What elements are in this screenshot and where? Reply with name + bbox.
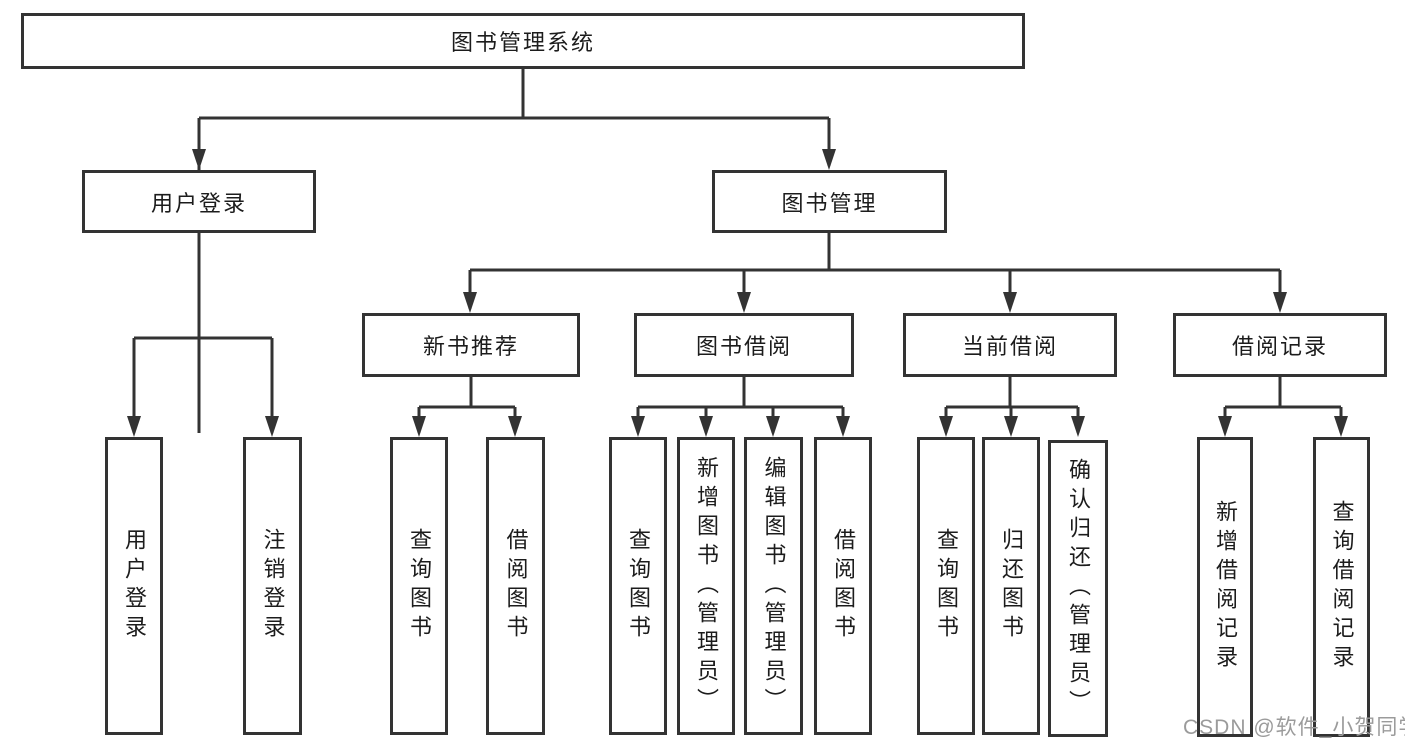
node-current-borrow-label: 当前借阅: [961, 334, 1058, 359]
node-book-borrow-label: 图书借阅: [695, 334, 792, 359]
leaf-query-book-current-label: 查询图书: [934, 528, 959, 644]
arrowhead: [1071, 416, 1085, 437]
arrowhead: [1273, 292, 1287, 313]
connector-recommend: [417, 377, 517, 433]
leaf-borrow-book: 借阅图书: [814, 437, 872, 735]
leaf-logout: 注销登录: [243, 437, 302, 735]
arrowhead: [1334, 416, 1348, 437]
leaf-query-book-recommend-label: 查询图书: [407, 528, 432, 644]
node-borrow-record-label: 借阅记录: [1231, 334, 1328, 359]
node-book-mgmt: 图书管理: [712, 170, 947, 233]
arrowhead: [508, 416, 522, 437]
arrowhead: [1003, 292, 1017, 313]
leaf-borrow-book-recommend: 借阅图书: [486, 437, 545, 735]
node-root-label: 图书管理系统: [450, 30, 595, 55]
node-book-mgmt-label: 图书管理: [781, 190, 878, 216]
arrowhead: [1218, 416, 1232, 437]
connector-borrow: [636, 377, 845, 433]
node-user-login: 用户登录: [82, 170, 316, 233]
connector-user-login: [132, 233, 274, 433]
leaf-query-borrow-record-label: 查询借阅记录: [1329, 500, 1355, 674]
connector-record: [1223, 377, 1343, 433]
leaf-query-book-recommend: 查询图书: [390, 437, 448, 735]
arrowhead: [1004, 416, 1018, 437]
connector-book-mgmt: [468, 233, 1282, 309]
leaf-borrow-book-label: 借阅图书: [831, 528, 856, 644]
leaf-return-book: 归还图书: [982, 437, 1040, 735]
leaf-user-login: 用户登录: [105, 437, 163, 735]
leaf-query-book-borrow-label: 查询图书: [626, 528, 651, 644]
node-root: 图书管理系统: [21, 13, 1025, 69]
arrowhead: [836, 416, 850, 437]
csdn-watermark: CSDN @软件_小贺同学: [1183, 716, 1405, 739]
arrowhead: [737, 292, 751, 313]
arrowhead: [127, 416, 141, 437]
arrowhead: [822, 149, 836, 170]
leaf-return-book-label: 归还图书: [999, 528, 1024, 644]
arrowhead: [939, 416, 953, 437]
leaf-borrow-book-recommend-label: 借阅图书: [503, 528, 529, 644]
node-new-book-recommend-label: 新书推荐: [422, 334, 519, 359]
arrowhead: [192, 149, 206, 170]
connector-root: [197, 69, 831, 433]
node-borrow-record: 借阅记录: [1173, 313, 1387, 377]
leaf-edit-book-admin-label: 编辑图书（管理员）: [761, 455, 787, 717]
leaf-user-login-label: 用户登录: [122, 528, 147, 644]
arrowhead: [699, 416, 713, 437]
leaf-add-book-admin-label: 新增图书（管理员）: [694, 455, 719, 717]
node-new-book-recommend: 新书推荐: [362, 313, 580, 377]
leaf-confirm-return-admin: 确认归还（管理员）: [1048, 440, 1108, 737]
leaf-query-borrow-record: 查询借阅记录: [1313, 437, 1370, 737]
leaf-edit-book-admin: 编辑图书（管理员）: [744, 437, 803, 735]
node-book-borrow: 图书借阅: [634, 313, 854, 377]
leaf-add-book-admin: 新增图书（管理员）: [677, 437, 735, 735]
leaf-query-book-current: 查询图书: [917, 437, 975, 735]
arrowhead: [412, 416, 426, 437]
arrowhead: [265, 416, 279, 437]
arrowhead: [766, 416, 780, 437]
node-current-borrow: 当前借阅: [903, 313, 1117, 377]
leaf-add-borrow-record-label: 新增借阅记录: [1213, 500, 1238, 674]
leaf-query-book-borrow: 查询图书: [609, 437, 667, 735]
arrowhead: [463, 292, 477, 313]
leaf-confirm-return-admin-label: 确认归还（管理员）: [1066, 458, 1091, 719]
arrowhead: [631, 416, 645, 437]
node-user-login-label: 用户登录: [150, 190, 247, 216]
leaf-add-borrow-record: 新增借阅记录: [1197, 437, 1253, 737]
leaf-logout-label: 注销登录: [260, 528, 286, 644]
